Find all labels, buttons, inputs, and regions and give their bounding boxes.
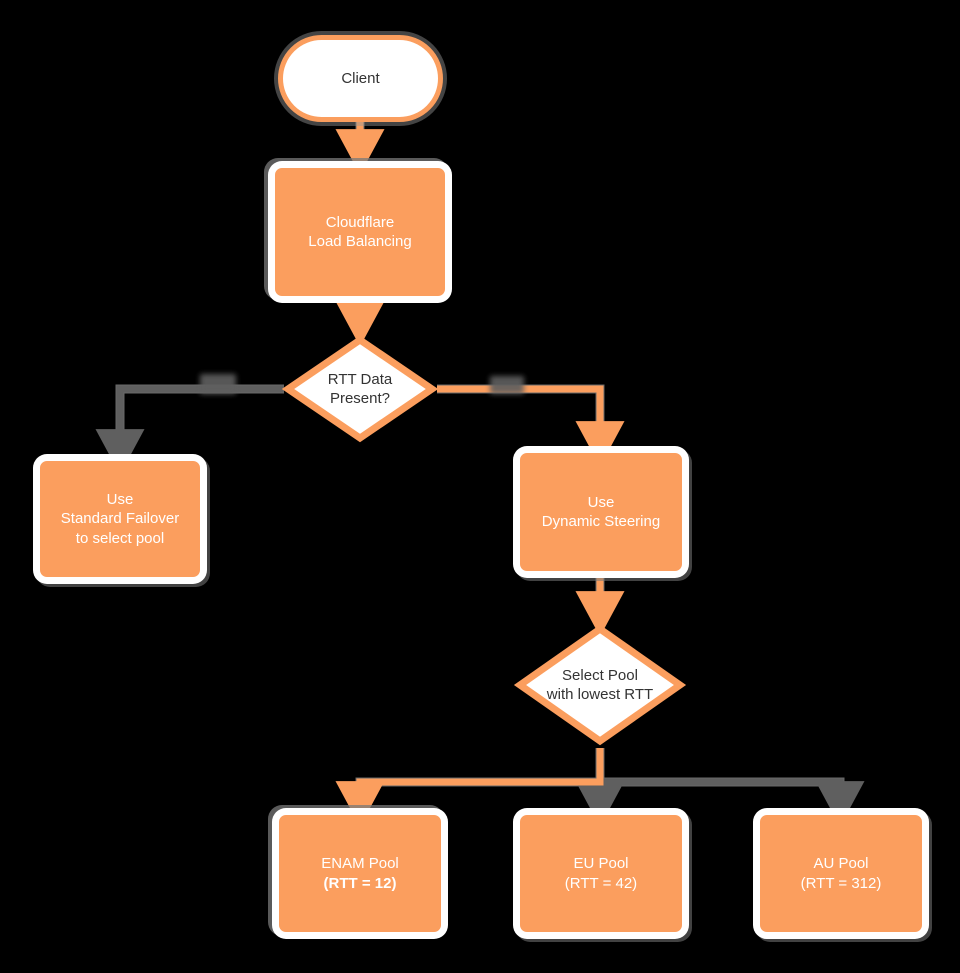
node-dynamic-steering[interactable]: Use Dynamic Steering xyxy=(520,453,682,571)
edge-label-no xyxy=(200,374,236,394)
node-rtt-text: RTT Data Present? xyxy=(281,333,439,445)
edge-label-yes xyxy=(490,376,524,394)
diamond-shape-select xyxy=(513,624,687,746)
node-enam-line2: (RTT = 12) xyxy=(323,874,397,892)
node-enam-pool[interactable]: ENAM Pool (RTT = 12) xyxy=(279,815,441,932)
node-failover-line3: to select pool xyxy=(75,529,165,547)
node-lb-line1: Cloudflare xyxy=(325,213,395,231)
node-lb-line2: Load Balancing xyxy=(308,233,412,250)
edge-select-to-enam xyxy=(335,748,604,827)
node-au-pool[interactable]: AU Pool (RTT = 312) xyxy=(760,815,922,932)
node-select-line1: Select Pool xyxy=(562,666,638,684)
node-dynamic-line1: Use xyxy=(587,493,615,511)
node-client[interactable]: Client xyxy=(278,35,443,122)
node-standard-failover[interactable]: Use Standard Failover to select pool xyxy=(40,461,200,577)
node-rtt-line1: RTT Data xyxy=(327,370,393,388)
node-au-line2: (RTT = 312) xyxy=(800,874,882,892)
node-cloudflare-load-balancing[interactable]: Cloudflare Load Balancing xyxy=(275,168,445,296)
node-eu-line1: EU Pool xyxy=(573,855,629,872)
node-failover-line2: Standard Failover xyxy=(60,510,180,528)
node-select-text: Select Pool with lowest RTT xyxy=(513,622,687,748)
node-failover-line1: Use xyxy=(106,490,134,508)
node-enam-line1: ENAM Pool xyxy=(321,855,399,872)
diamond-shape-rtt xyxy=(281,335,439,443)
node-eu-line2: (RTT = 42) xyxy=(564,874,638,892)
node-client-label: Client xyxy=(341,69,380,87)
edge-select-to-au xyxy=(600,778,865,827)
edge-rtt-to-dynamic xyxy=(437,385,625,467)
node-select-line2: with lowest RTT xyxy=(546,686,654,703)
node-rtt-line2: Present? xyxy=(329,390,391,407)
edge-rtt-to-failover xyxy=(95,385,284,475)
node-dynamic-line2: Dynamic Steering xyxy=(541,513,661,530)
node-au-line1: AU Pool xyxy=(813,855,869,872)
node-select-pool-lowest-rtt[interactable]: Select Pool with lowest RTT xyxy=(513,622,687,748)
node-eu-pool[interactable]: EU Pool (RTT = 42) xyxy=(520,815,682,932)
node-rtt-data-present[interactable]: RTT Data Present? xyxy=(281,333,439,445)
